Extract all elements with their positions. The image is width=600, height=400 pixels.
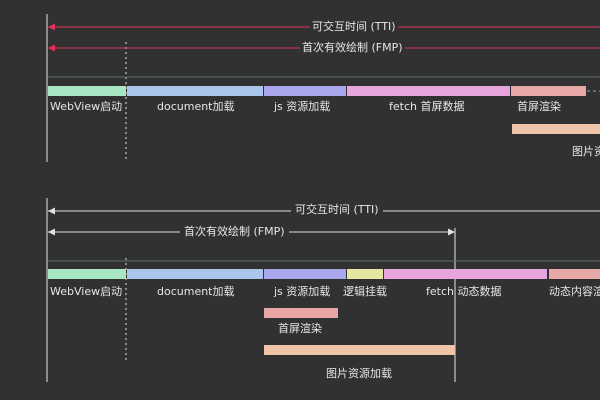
top-fmp-arrowhead bbox=[48, 44, 55, 52]
top-tti-arrowhead bbox=[48, 23, 55, 31]
top-segment-bar-2 bbox=[264, 86, 346, 96]
bottom-segment-bar-0 bbox=[48, 269, 126, 279]
bottom-segment-bar-3 bbox=[347, 269, 383, 279]
bottom-seg-label-webview: WebView启动 bbox=[50, 285, 123, 298]
top-segment-bar-1 bbox=[127, 86, 263, 96]
bottom-segment-bar-4 bbox=[384, 269, 547, 279]
top-segment-bar-3 bbox=[347, 86, 510, 96]
bottom-seg-label-js: js 资源加载 bbox=[274, 285, 331, 298]
top-seg-label-js: js 资源加载 bbox=[274, 100, 331, 113]
top-seg-label-document: document加载 bbox=[157, 100, 235, 113]
bottom-segment-bar-2 bbox=[264, 269, 346, 279]
top-fmp-label: 首次有效绘制 (FMP) bbox=[300, 41, 405, 55]
bottom-fmp-label: 首次有效绘制 (FMP) bbox=[180, 225, 289, 239]
bottom-tti-arrowhead bbox=[48, 207, 55, 215]
bottom-seg-label-dynamic-render: 动态内容渲 bbox=[549, 285, 600, 298]
bottom-segment-bar-1 bbox=[127, 269, 263, 279]
bottom-first-render-bar-label: 首屏渲染 bbox=[278, 322, 322, 335]
bottom-image-bar bbox=[264, 345, 455, 355]
bottom-tti-label: 可交互时间 (TTI) bbox=[291, 203, 383, 217]
top-tti-label: 可交互时间 (TTI) bbox=[310, 20, 398, 34]
bottom-image-bar-label: 图片资源加载 bbox=[326, 367, 392, 380]
bottom-seg-label-document: document加载 bbox=[157, 285, 235, 298]
bottom-seg-label-fetch: fetch 动态数据 bbox=[426, 285, 502, 298]
bottom-first-render-bar bbox=[264, 308, 338, 318]
bottom-fmp-arrowhead-left bbox=[48, 228, 55, 236]
top-seg-label-fetch: fetch 首屏数据 bbox=[389, 100, 465, 113]
bottom-segment-bar-5 bbox=[549, 269, 600, 279]
top-seg-label-webview: WebView启动 bbox=[50, 100, 123, 113]
top-segment-bar-4 bbox=[511, 86, 586, 96]
top-image-bar-label: 图片资 bbox=[572, 145, 600, 158]
top-seg-label-render: 首屏渲染 bbox=[517, 100, 561, 113]
top-image-bar bbox=[512, 124, 600, 134]
bottom-fmp-arrowhead-right bbox=[448, 228, 455, 236]
top-segment-bar-0 bbox=[48, 86, 126, 96]
bottom-seg-label-mount: 逻辑挂载 bbox=[343, 285, 387, 298]
